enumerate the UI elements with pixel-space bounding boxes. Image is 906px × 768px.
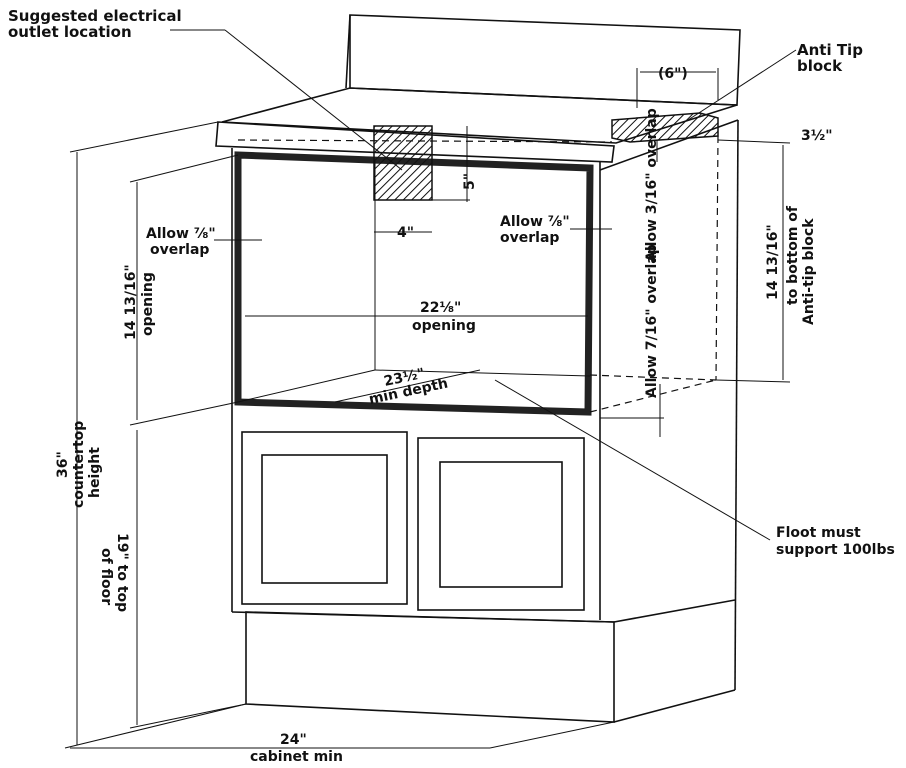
allow-316-label: Allow 3/16" overlap xyxy=(644,108,660,262)
five-inch-label: 5" xyxy=(462,173,478,190)
anti-tip-block xyxy=(611,112,719,143)
allow-right-line1: Allow ⅞" xyxy=(500,214,570,230)
opening-height-text: opening xyxy=(140,272,156,336)
floor-height-value: 19" to top xyxy=(114,533,130,612)
cabinet-body xyxy=(231,119,739,723)
leader-lines xyxy=(170,29,797,541)
floor-note-line1: Floot must xyxy=(776,525,861,541)
antitip-height-text1: to bottom of xyxy=(785,205,801,305)
floor-note-line2: support 100lbs xyxy=(776,542,895,558)
three-half-label: 3½" xyxy=(801,128,833,144)
six-inch-label: (6") xyxy=(658,66,688,82)
backsplash xyxy=(345,14,741,106)
drawer-right xyxy=(417,437,585,611)
allow-716-label: Allow 7/16" overlap xyxy=(644,244,660,398)
hidden-lines xyxy=(237,135,719,413)
antitip-height-value: 14 13/16" xyxy=(765,224,781,300)
outlet-label-line1: Suggested electrical xyxy=(8,7,182,25)
allow-left-line2: overlap xyxy=(150,242,209,258)
countertop xyxy=(215,87,738,163)
drawer-left xyxy=(241,431,408,605)
antitip-label-line1: Anti Tip xyxy=(797,41,863,59)
antitip-label-line2: block xyxy=(797,57,843,75)
outlet-label-line2: outlet location xyxy=(8,23,132,41)
antitip-height-text2: Anti-tip block xyxy=(801,218,817,325)
countertop-text2: height xyxy=(87,447,103,498)
four-inch-label: 4" xyxy=(397,225,414,241)
width-value: 22⅛" xyxy=(420,300,461,316)
electrical-outlet xyxy=(373,125,433,201)
allow-right-line2: overlap xyxy=(500,230,559,246)
appliance-opening xyxy=(234,151,594,416)
countertop-value: 36" xyxy=(55,451,71,478)
dimension-lines xyxy=(64,68,791,749)
cabinet-width-text: cabinet min xyxy=(250,749,343,765)
cabinet-width-value: 24" xyxy=(280,732,307,748)
countertop-text1: countertop xyxy=(71,421,87,508)
allow-left-line1: Allow ⅞" xyxy=(146,226,216,242)
floor-height-text: of floor xyxy=(98,548,114,605)
width-text: opening xyxy=(412,318,476,334)
opening-height-value: 14 13/16" xyxy=(123,264,139,340)
